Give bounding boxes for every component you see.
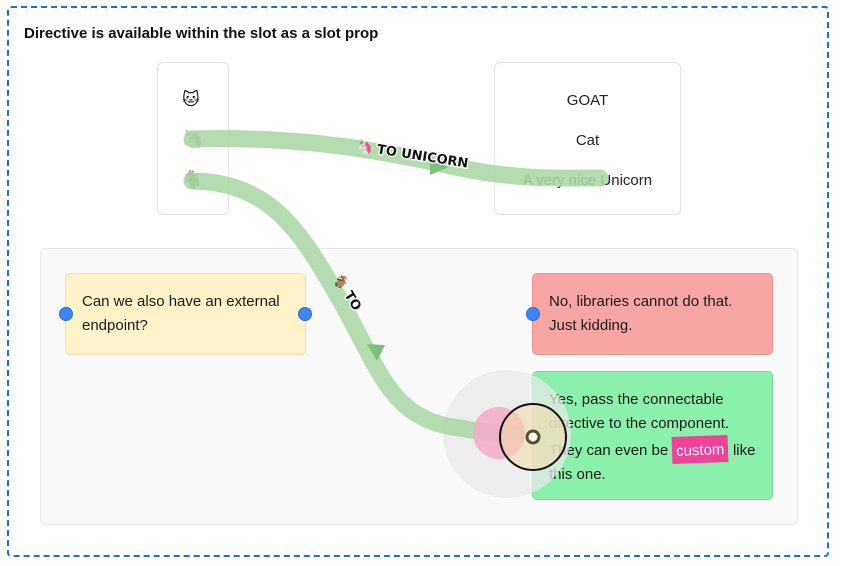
name-item-cat[interactable]: Cat [575, 132, 600, 149]
demo-frame [7, 6, 829, 557]
name-item-unicorn[interactable]: A very nice Unicorn [522, 172, 653, 189]
yes-note-text-start: Yes, pass the connectable directive to t… [549, 391, 730, 459]
unicorn-emoji-icon[interactable]: 🦄 [182, 130, 204, 149]
yes-note[interactable]: Yes, pass the connectable directive to t… [532, 371, 773, 500]
name-item-goat[interactable]: GOAT [566, 92, 609, 109]
emoji-list-card: 🐱 🦄 🐐 [157, 62, 229, 215]
names-list-card: GOAT Cat A very nice Unicorn [494, 62, 681, 215]
no-note-text: No, libraries cannot do that. Just kiddi… [549, 293, 733, 334]
question-note-text: Can we also have an external endpoint? [82, 293, 280, 334]
no-left-endpoint[interactable] [526, 307, 540, 321]
demo-title: Directive is available within the slot a… [24, 25, 379, 42]
question-left-endpoint[interactable] [59, 307, 73, 321]
cat-emoji-icon[interactable]: 🐱 [182, 90, 200, 109]
custom-tag[interactable]: custom [671, 435, 730, 464]
goat-emoji-icon[interactable]: 🐐 [182, 170, 204, 189]
question-note[interactable]: Can we also have an external endpoint? [65, 273, 306, 355]
no-note[interactable]: No, libraries cannot do that. Just kiddi… [532, 273, 773, 355]
question-right-endpoint[interactable] [298, 307, 312, 321]
